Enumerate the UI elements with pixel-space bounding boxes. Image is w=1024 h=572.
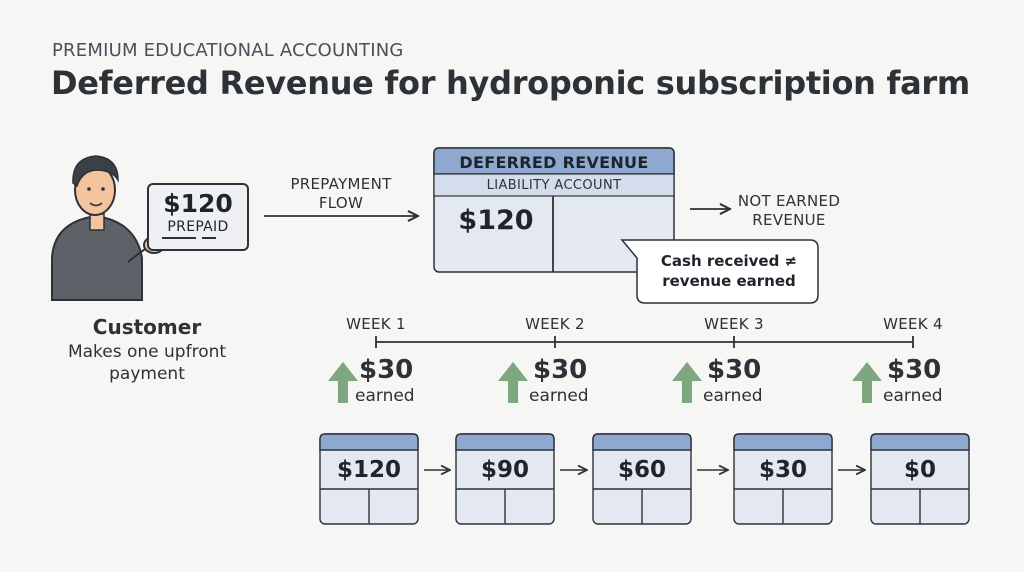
balance-amount: $90 xyxy=(480,457,529,483)
earned-label: earned xyxy=(355,386,415,406)
receipt-label: PREPAID xyxy=(167,219,229,235)
ledger-subtitle: LIABILITY ACCOUNT xyxy=(486,178,622,193)
callout-text: Cash received ≠ revenue earned xyxy=(660,252,798,290)
earned-amount: $30 xyxy=(359,355,414,385)
deferred-revenue-ledger xyxy=(433,147,675,273)
balance-ledger xyxy=(870,433,970,525)
callout-bubble xyxy=(620,239,819,304)
earned-amount: $30 xyxy=(533,355,588,385)
balance-amount: $0 xyxy=(903,457,936,483)
balance-ledger xyxy=(592,433,692,525)
up-arrow-icon xyxy=(498,362,528,403)
customer-name: Customer xyxy=(92,315,202,339)
earned-label: earned xyxy=(703,386,763,406)
earned-label: earned xyxy=(883,386,943,406)
customer-description: Makes one upfront payment xyxy=(67,342,227,384)
week-label: WEEK 4 xyxy=(883,315,943,333)
ledger-amount: $120 xyxy=(458,205,534,236)
ledger-title: DEFERRED REVENUE xyxy=(459,153,649,172)
up-arrow-icon xyxy=(672,362,702,403)
not-earned-label: NOT EARNED REVENUE xyxy=(737,192,841,229)
receipt-amount: $120 xyxy=(163,189,233,218)
balance-ledger xyxy=(319,433,419,525)
prepayment-flow-label: PREPAYMENT FLOW xyxy=(290,175,392,212)
up-arrow-icon xyxy=(852,362,882,403)
week-label: WEEK 3 xyxy=(704,315,764,333)
page-title: Deferred Revenue for hydroponic subscrip… xyxy=(51,64,970,102)
up-arrow-icon xyxy=(328,362,358,403)
earned-amount: $30 xyxy=(707,355,762,385)
earned-amount: $30 xyxy=(887,355,942,385)
balance-ledger xyxy=(455,433,555,525)
week-label: WEEK 1 xyxy=(346,315,406,333)
week-label: WEEK 2 xyxy=(525,315,585,333)
eyebrow-label: PREMIUM EDUCATIONAL ACCOUNTING xyxy=(52,40,404,61)
balance-amount: $30 xyxy=(758,457,807,483)
receipt-card xyxy=(147,183,249,251)
customer-figure xyxy=(51,155,165,301)
balance-ledger xyxy=(733,433,833,525)
balance-amount: $120 xyxy=(336,457,401,483)
balance-amount: $60 xyxy=(617,457,666,483)
earned-label: earned xyxy=(529,386,589,406)
